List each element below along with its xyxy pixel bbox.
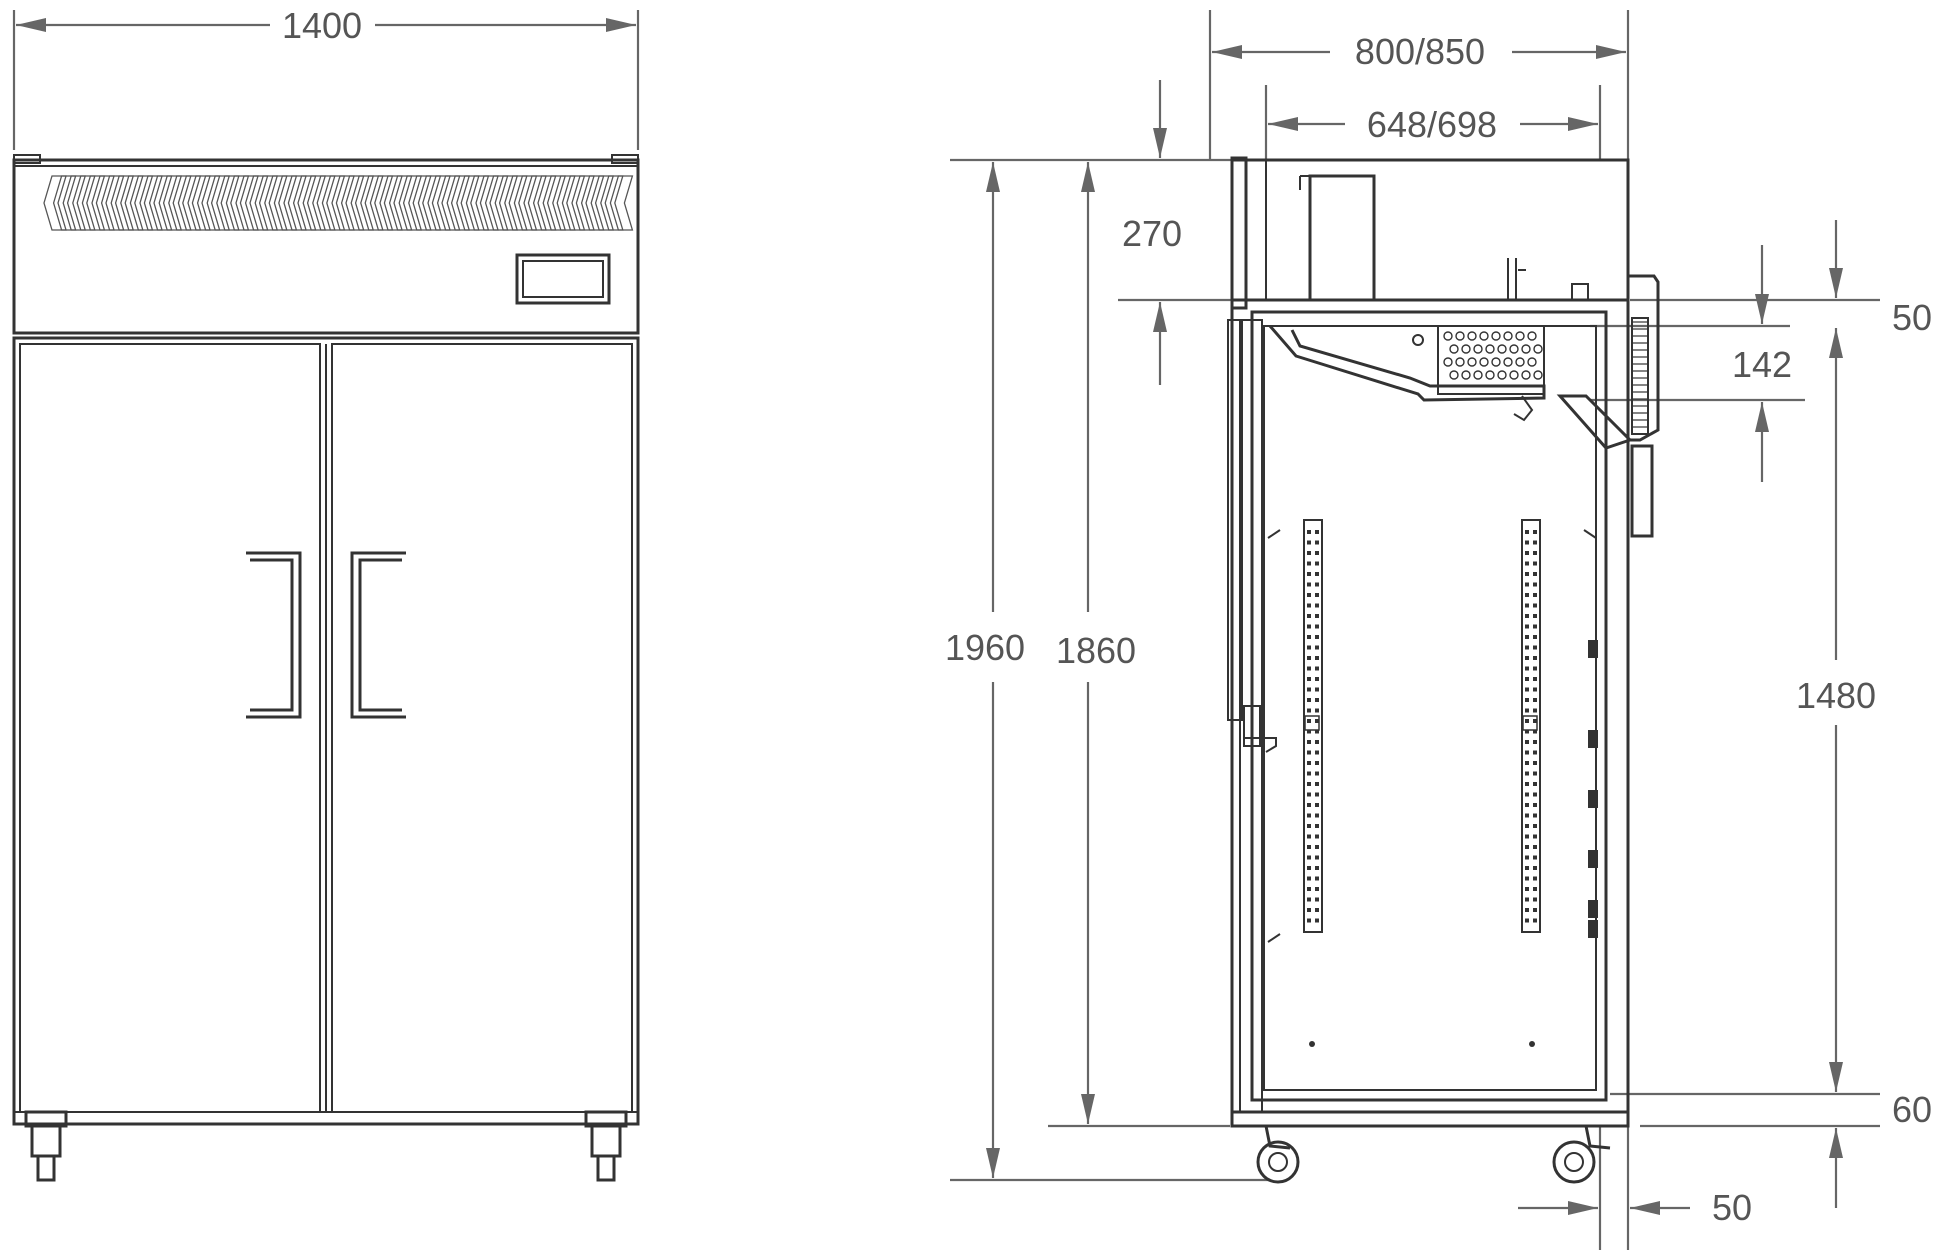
base-height-dimension: 60	[1640, 1089, 1932, 1208]
left-door	[19, 343, 321, 1113]
depth-label: 800/850	[1355, 31, 1485, 72]
vent-height-dimension: 142	[1590, 245, 1805, 482]
compressor-tank	[1299, 174, 1376, 302]
interior-height-dimension: 1480	[1610, 328, 1880, 1096]
front-shelf-rail	[1303, 519, 1323, 933]
control-display-panel	[515, 253, 611, 305]
front-top-header	[12, 158, 640, 340]
interior-height-label: 1480	[1796, 675, 1876, 716]
front-vent-grille	[43, 175, 634, 231]
evaporator-unit	[1268, 325, 1633, 450]
right-door-handle	[350, 551, 406, 719]
left-door-handle	[246, 551, 302, 719]
front-width-dimension: 1400	[12, 5, 640, 150]
depth-dimension: 800/850	[1208, 10, 1630, 160]
front-right-caster	[584, 1110, 628, 1182]
base-height-label: 60	[1892, 1089, 1932, 1130]
front-left-caster	[24, 1110, 68, 1182]
inner-depth-label: 648/698	[1367, 104, 1497, 145]
front-width-label: 1400	[282, 5, 362, 46]
rear-offset-label: 50	[1712, 1187, 1752, 1228]
evaporator-fan-grille	[1443, 331, 1543, 380]
overall-height-dimension: 1960	[945, 158, 1270, 1182]
rear-offset-dimension: 50	[1518, 1126, 1752, 1250]
top-section-label: 270	[1122, 213, 1182, 254]
top-section-dimension: 270	[1118, 80, 1240, 385]
side-rear-caster	[1552, 1125, 1611, 1184]
side-front-caster	[1256, 1125, 1300, 1184]
top-offset-dimension: 50	[1630, 220, 1932, 338]
front-view: 1400	[12, 5, 640, 1182]
front-cabinet-body	[12, 154, 640, 1126]
top-offset-label: 50	[1892, 297, 1932, 338]
side-view: 800/850 648/698 1960 1860	[945, 10, 1932, 1250]
rear-shelf-rail	[1521, 519, 1541, 933]
vent-height-label: 142	[1732, 344, 1792, 385]
side-cabinet	[1227, 156, 1660, 1128]
right-door	[331, 343, 633, 1113]
inner-depth-dimension: 648/698	[1264, 85, 1602, 160]
body-height-dimension: 1860	[1048, 162, 1230, 1128]
body-height-label: 1860	[1056, 630, 1136, 671]
overall-height-label: 1960	[945, 627, 1025, 668]
rear-condenser	[1628, 274, 1660, 538]
